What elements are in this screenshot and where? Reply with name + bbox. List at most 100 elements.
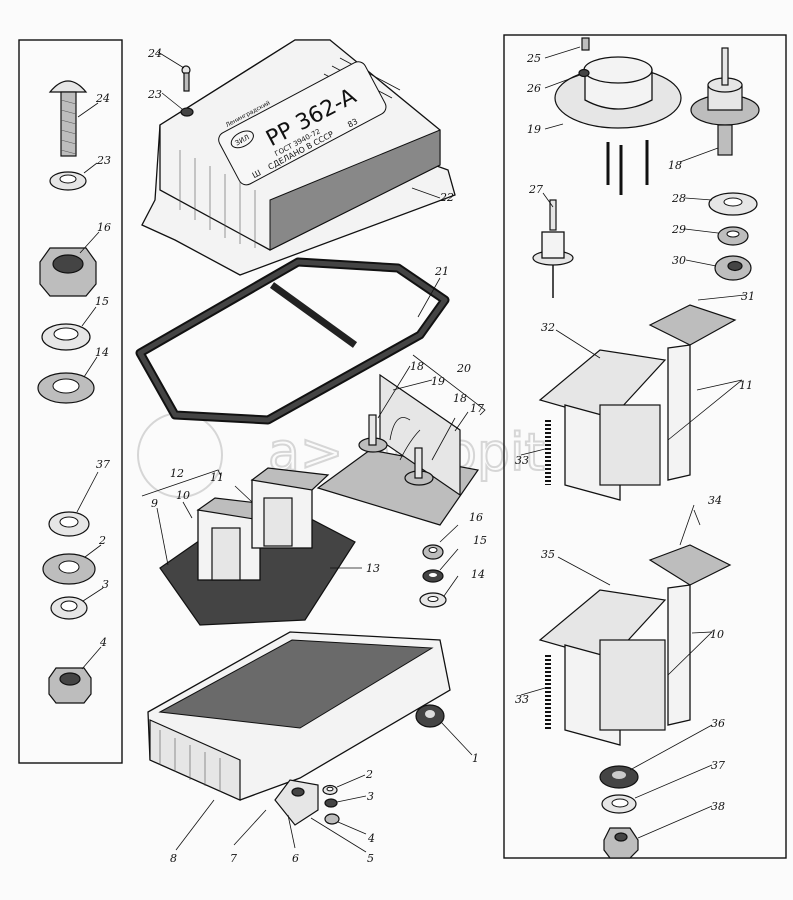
screw-25-icon [581,37,590,51]
callout-1: 1 [472,752,479,765]
callout-18b: 18 [453,392,467,405]
callout-32: 32 [541,321,555,334]
right-components-panel: 25 26 19 18 27 28 29 30 31 32 11 33 34 3… [503,34,787,859]
nameplate-mark: Ш [251,168,263,180]
right-panel-frame [503,34,787,859]
relay-10-lower-icon [538,544,732,746]
callout-25: 25 [526,52,541,65]
washer-15-icon [41,323,91,351]
callout-35: 35 [541,548,555,561]
callout-7: 7 [230,852,237,865]
nut-16-icon [39,247,97,297]
callout-13: 13 [366,562,380,575]
callout-11-right: 11 [739,379,753,392]
callout-30: 30 [672,254,686,267]
callout-8: 8 [170,852,177,865]
cover-22: Ленинградский ЗИЛ PP 362-A ГОСТ 3940-72 … [141,39,456,276]
callout-33a: 33 [515,454,529,467]
callout-19-right: 19 [527,123,541,136]
callout-34: 34 [708,494,722,507]
gasket-21 [135,257,450,425]
callout-38: 38 [711,800,725,813]
washer-23-icon [49,171,87,191]
callout-24: 24 [95,92,110,105]
nameplate-year: 83 [346,117,359,130]
washer-37-right-icon [601,794,637,814]
washer-36-icon [599,765,639,789]
cover-washer-23-icon [180,107,194,117]
callout-10-right: 10 [710,628,724,641]
callout-15-center: 15 [473,534,487,547]
relay-11-icon [250,467,330,549]
nut-4-center-icon [324,813,340,825]
callout-19: 19 [431,375,445,388]
diode-18b-icon [404,447,434,486]
callout-4: 4 [99,636,107,649]
washer-28-icon [708,192,758,216]
callout-18a: 18 [410,360,424,373]
callout-28: 28 [671,192,686,205]
diode-27-icon [532,199,574,298]
cover-screw-24-icon [181,65,191,92]
callout-16: 16 [97,221,111,234]
nut-4-icon [48,667,92,704]
callout-5: 5 [367,852,374,865]
diode-bracket-20 [316,373,480,526]
screw-24-icon [48,80,88,157]
diode-18a-icon [358,414,388,453]
nut-16-center-icon [422,544,444,560]
callout-33b: 33 [515,693,529,706]
washer-2-center-icon [322,784,338,796]
callout-23-center: 23 [147,88,162,101]
callout-9: 9 [151,497,158,510]
relay-11-upper-icon [538,304,737,501]
relay-panel-9 [159,467,362,626]
callout-37: 37 [96,458,110,471]
callout-2: 2 [98,534,106,547]
left-hardware-panel: 24 23 16 15 14 37 2 3 4 [18,39,123,764]
callout-21: 21 [434,265,449,278]
washer-15-center-icon [422,569,444,583]
callout-10: 10 [176,489,190,502]
callout-17: 17 [470,402,484,415]
center-callouts: 24 23 22 21 20 18 19 18 17 12 11 10 9 13… [147,47,487,865]
callout-18-right: 18 [668,159,682,172]
callout-3-center: 3 [367,790,374,803]
diode-18-icon [690,47,760,156]
callout-27: 27 [528,183,543,196]
washer-2-icon [42,553,96,585]
callout-31: 31 [741,290,755,303]
base-8 [147,631,451,826]
washer-3-icon [50,596,88,620]
washer-14-icon [37,372,95,404]
callout-36: 36 [711,717,725,730]
callout-14-center: 14 [471,568,485,581]
washer-26-icon [578,68,590,78]
callout-22: 22 [439,191,454,204]
callout-37-right: 37 [711,759,725,772]
callout-24-center: 24 [147,47,162,60]
callout-4-center: 4 [367,832,375,845]
callout-23: 23 [96,154,111,167]
terminal-1-icon [415,704,445,728]
nut-30-icon [714,255,752,281]
callout-14: 14 [95,346,109,359]
washer-37-icon [48,511,90,537]
callout-12: 12 [170,467,184,480]
callout-29: 29 [671,223,686,236]
callout-15: 15 [95,295,109,308]
left-panel-frame [18,39,123,764]
washer-29-icon [717,226,749,246]
terminal-5-icon [274,779,319,826]
washer-3-center-icon [324,798,338,808]
callout-3: 3 [102,578,109,591]
nameplate: Ленинградский ЗИЛ PP 362-A ГОСТ 3940-72 … [218,61,387,186]
transistor-19-icon [554,56,682,195]
washer-14-center-icon [419,592,447,608]
callout-20: 20 [456,362,471,375]
callout-26: 26 [526,82,541,95]
callout-6: 6 [292,852,299,865]
callout-2-center: 2 [365,768,373,781]
nut-38-icon [603,827,639,859]
